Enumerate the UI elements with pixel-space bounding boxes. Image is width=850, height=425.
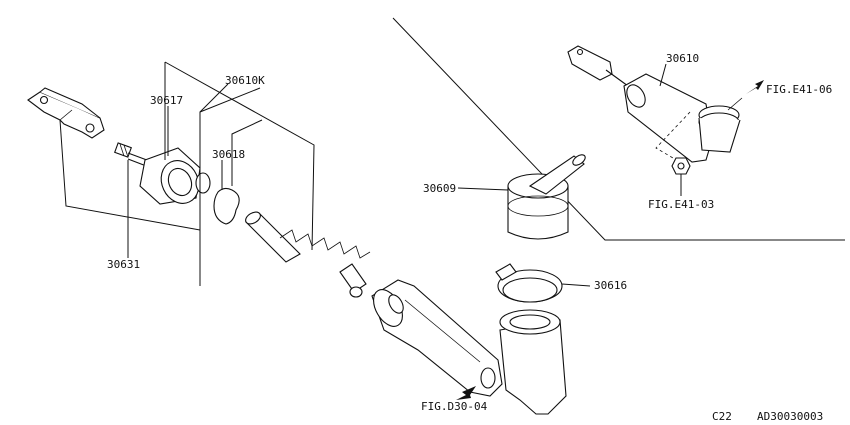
callout-30617: 30617 [150,94,183,107]
arrow-fig-e41-06 [746,80,764,94]
master-cylinder-body [371,279,567,415]
dust-boot [139,147,211,205]
hose-clamp [495,263,563,303]
fig-ref-e41-03: FIG.E41-03 [648,198,714,211]
callout-30618: 30618 [212,148,245,161]
callout-30610: 30610 [666,52,699,65]
fig-ref-e41-06: FIG.E41-06 [766,83,832,96]
callout-30631: 30631 [107,258,140,271]
callout-30616: 30616 [594,279,627,292]
reservoir [507,154,586,240]
inset-master-cylinder [567,45,743,175]
kit-box-30610K [164,61,315,251]
section-code: C22 [712,410,732,423]
leader-30616 [561,283,591,287]
clevis-yoke [27,87,105,139]
leader-30610K [199,83,229,113]
snap-ring [213,187,240,225]
leader-30610 [659,63,667,87]
diagram-code: AD30030003 [757,410,823,423]
inset-border [392,17,845,241]
clevis-leader [59,119,201,231]
fig-ref-d30-04: FIG.D30-04 [421,400,488,413]
piston-spring-assembly [245,211,371,298]
arrow-fig-d30-04 [456,386,476,400]
callout-30610K: 30610K [225,74,265,87]
callout-30609: 30609 [423,182,456,195]
leader-30609 [457,187,509,191]
